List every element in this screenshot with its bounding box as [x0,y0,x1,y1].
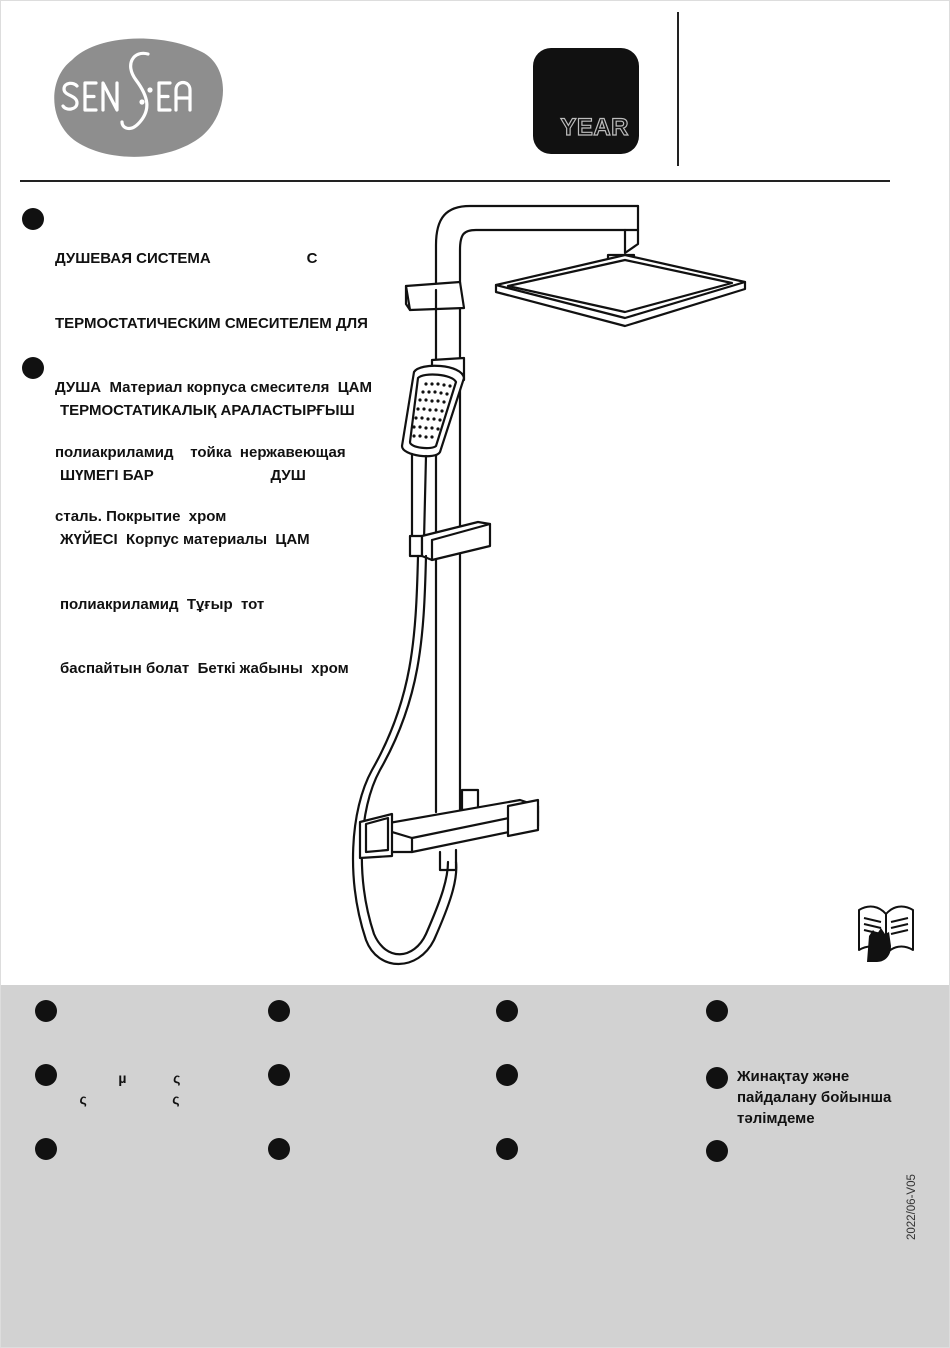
language-marker [268,1064,290,1086]
description-line: ДУША Материал корпуса смесителя ЦАМ [55,379,373,396]
description-line: баспайтын болат Беткі жабыны хром [60,660,349,677]
language-marker [35,1000,57,1022]
description-line: ШҮМЕГІ БАР ДУШ [60,466,306,484]
language-marker-ru [22,208,44,230]
description-line: полиакриламид Тұғыр тот [60,595,265,613]
language-marker [35,1064,57,1086]
language-marker [268,1000,290,1022]
header-divider-vertical [677,12,679,166]
language-marker [496,1138,518,1160]
document-version: 2022/06-V05 [906,1174,918,1240]
description-ru: ДУШЕВАЯ СИСТЕМА С ТЕРМОСТАТИЧЕСКИМ СМЕСИ… [55,205,372,571]
read-manual-icon [858,905,914,962]
year-badge: YEAR [533,48,639,154]
description-line: сталь. Покрытие хром [55,508,227,525]
language-marker [706,1067,728,1089]
language-marker [35,1138,57,1160]
header-divider-horizontal [20,180,890,182]
description-kz: ТЕРМОСТАТИКАЛЫҚ АРАЛАСТЫРҒЫШ ШҮМЕГІ БАР … [60,357,355,723]
language-marker [496,1064,518,1086]
description-line: полиакриламид тойка нержавеющая [55,443,346,461]
description-line: ТЕРМОСТАТИКАЛЫҚ АРАЛАСТЫРҒЫШ [60,402,355,419]
language-cell-text: µ ς ς ς [79,1070,181,1107]
description-line: ЖҮЙЕСІ Корпус материалы ЦАМ [60,531,310,548]
language-marker [706,1000,728,1022]
language-marker-kz [22,357,44,379]
language-marker [706,1140,728,1162]
shower-system-illustration [351,204,747,965]
description-line: ТЕРМОСТАТИЧЕСКИМ СМЕСИТЕЛЕМ ДЛЯ [55,314,368,332]
description-line: ДУШЕВАЯ СИСТЕМА С [55,250,318,267]
language-grid [0,985,950,1348]
language-marker [496,1000,518,1022]
sensea-logo [54,38,224,157]
language-cell-text-kz: Жинақтау және пайдалану бойынша тәлімдем… [737,1068,892,1127]
language-marker [268,1138,290,1160]
year-badge-label: YEAR [560,113,629,141]
